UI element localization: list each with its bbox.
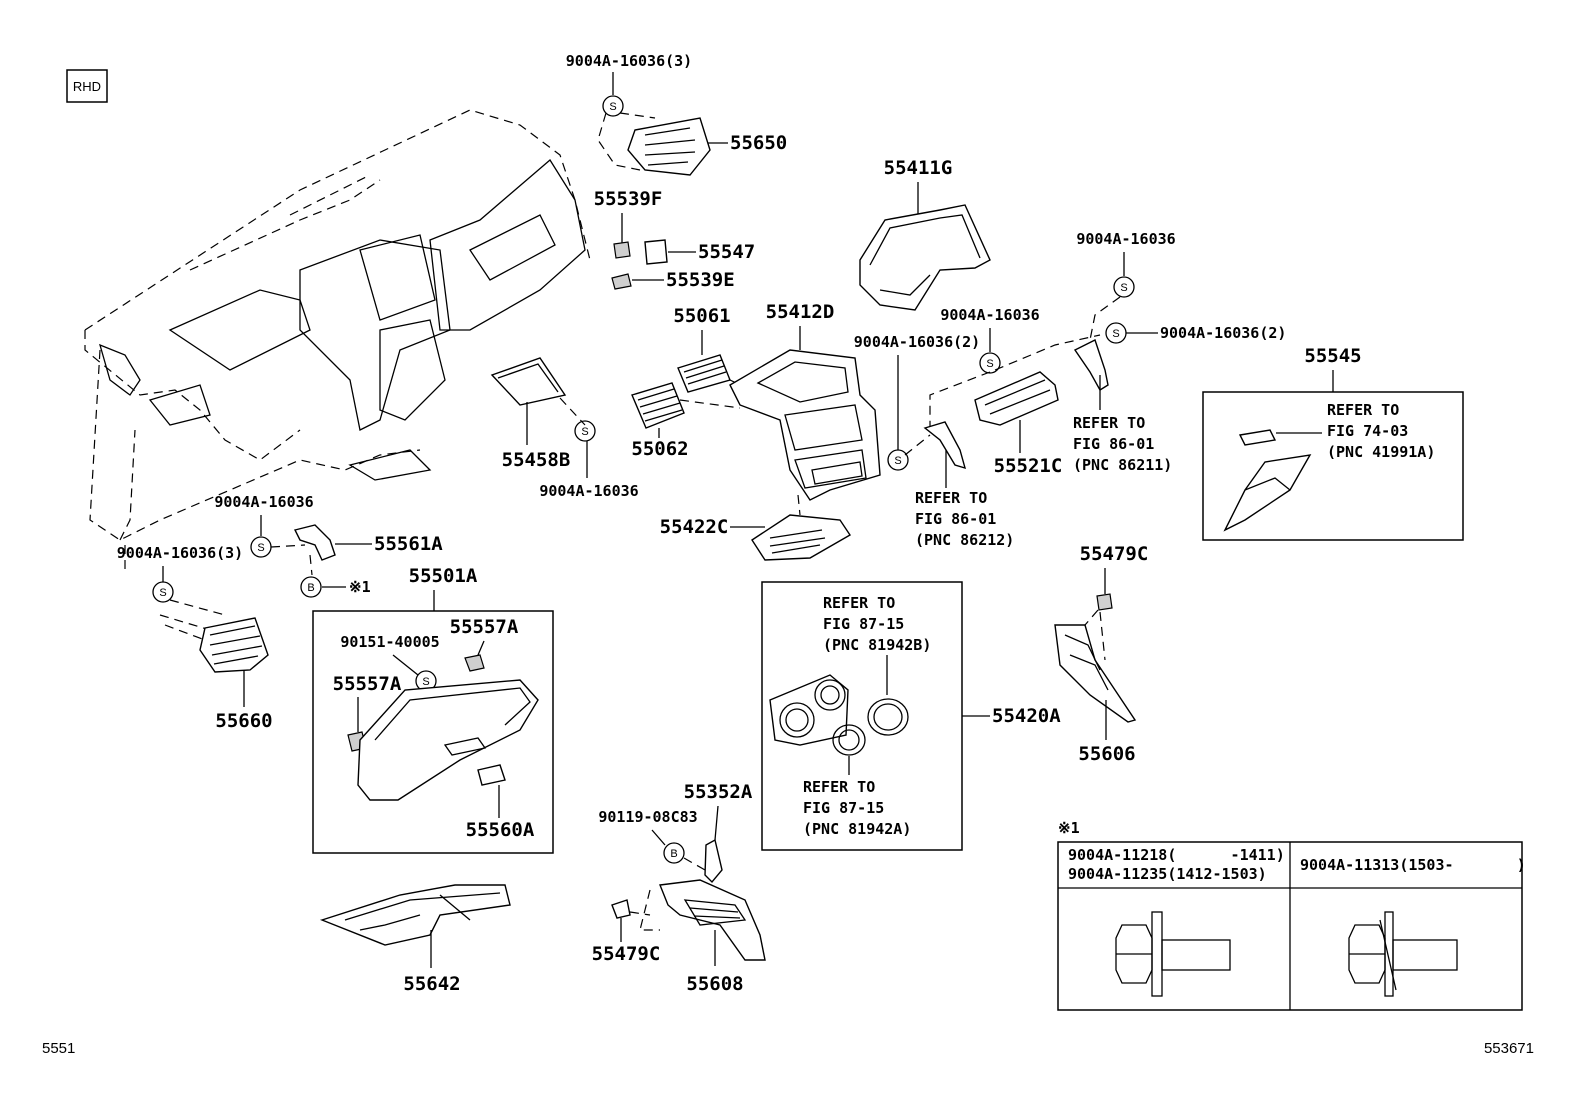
part-55561A: 9004A-16036 S 55561A B ※1 [214,493,443,598]
label-9004A-16036-2a: 9004A-16036(2) [854,333,980,351]
label-55420A: 55420A [992,705,1061,727]
ref-86212-line1: REFER TO [915,489,987,507]
label-9004A-16036-c: 9004A-16036 [539,482,638,500]
label-90151-40005: 90151-40005 [340,633,439,651]
label-55479C-b: 55479C [592,943,661,965]
part-55660: 9004A-16036(3) S 55660 [117,544,273,732]
bolt-with-spring-washer-icon [1348,911,1458,997]
ref-86211-line2: FIG 86-01 [1073,435,1154,453]
svg-text:S: S [422,676,429,688]
part-55412D-center-cluster: 55412D [729,301,881,516]
svg-text:S: S [609,101,616,113]
rhd-tag: RHD [66,69,108,103]
parts-55061-55062-vents: 55061 55062 [631,305,756,460]
label-55422C: 55422C [660,516,729,538]
ref-81942A-line2: FIG 87-15 [803,799,884,817]
svg-text:S: S [581,426,588,438]
label-55608: 55608 [686,973,743,995]
note-row1a: 9004A-11218( -1411) [1068,846,1285,864]
label-55062: 55062 [631,438,688,460]
ref-81942A-line3: (PNC 81942A) [803,820,911,838]
ref-86211-line1: REFER TO [1073,414,1145,432]
label-55660: 55660 [215,710,272,732]
note-table-x1: ※1 9004A-11218( -1411) 9004A-11235(1412-… [1057,819,1526,1011]
label-55501A: 55501A [409,565,478,587]
svg-text:S: S [894,455,901,467]
part-55521C: 9004A-16036 S 9004A-16036(2) S 55521C RE… [854,306,1101,549]
part-bracket-86211: 9004A-16036 S S 9004A-16036(2) REFER TO … [1073,230,1286,474]
label-9004A-16036-d: 9004A-16036 [214,493,313,511]
label-55606: 55606 [1078,743,1135,765]
svg-text:B: B [670,848,677,860]
footer-right: 553671 [1484,1040,1534,1057]
part-55545-box: 55545 REFER TO FIG 74-03 (PNC 41991A) [1202,345,1464,541]
label-55411G: 55411G [884,157,953,179]
note-row1b: 9004A-11235(1412-1503) [1068,865,1267,883]
rhd-label: RHD [73,79,101,94]
label-55557A-a: 55557A [333,673,402,695]
note-mark: ※1 [1058,819,1080,837]
parts-55539F-55547-55539E: 55539F 55547 55539E [594,188,756,291]
ref-86211-line3: (PNC 86211) [1073,456,1172,474]
part-55501A-glove-box: 55501A 90151-40005 S 55557A 55557A 55560… [312,565,554,854]
svg-text:S: S [159,587,166,599]
label-55539E: 55539E [666,269,735,291]
label-9004A-16036-3-top: 9004A-16036(3) [566,52,692,70]
label-55412D: 55412D [766,301,835,323]
ref-41991A-line3: (PNC 41991A) [1327,443,1435,461]
part-55642: 55642 [319,884,511,995]
label-9004A-16036-3b: 9004A-16036(3) [117,544,243,562]
bolt-with-washer-icon [1115,911,1231,997]
svg-text:S: S [1112,328,1119,340]
label-55458B: 55458B [502,449,571,471]
ref-81942B-line2: FIG 87-15 [823,615,904,633]
part-55411G-meter-hood: 55411G [859,157,991,311]
label-55560A: 55560A [466,819,535,841]
part-55458B: S 55458B 9004A-16036 [490,357,639,500]
instrument-panel-outline [84,109,591,575]
label-55521C: 55521C [994,455,1063,477]
part-55608: 55352A 90119-08C83 B 55479C 55608 [592,781,766,995]
label-9004A-16036-a: 9004A-16036 [940,306,1039,324]
label-55545: 55545 [1304,345,1361,367]
ref-41991A-line1: REFER TO [1327,401,1399,419]
label-55650: 55650 [730,132,787,154]
label-9004A-16036-b: 9004A-16036 [1076,230,1175,248]
footer-left: 5551 [42,1040,75,1057]
label-9004A-16036-2b: 9004A-16036(2) [1160,324,1286,342]
ref-86212-line2: FIG 86-01 [915,510,996,528]
label-55479C-a: 55479C [1080,543,1149,565]
label-x1-mark: ※1 [349,578,371,596]
ref-81942B-line3: (PNC 81942B) [823,636,931,654]
part-55422C: 55422C [660,514,851,561]
part-55606: 55479C 55606 [1054,543,1149,765]
label-55539F: 55539F [594,188,663,210]
label-55061: 55061 [673,305,730,327]
note-row2: 9004A-11313(1503- ) [1300,856,1526,874]
ref-86212-line3: (PNC 86212) [915,531,1014,549]
label-55352A: 55352A [684,781,753,803]
ref-81942B-line1: REFER TO [823,594,895,612]
svg-text:B: B [307,582,314,594]
label-55547: 55547 [698,241,755,263]
label-55642: 55642 [403,973,460,995]
svg-text:S: S [986,358,993,370]
ref-41991A-line2: FIG 74-03 [1327,422,1408,440]
label-55557A-b: 55557A [450,616,519,638]
svg-text:S: S [257,542,264,554]
part-55650-side-register: 9004A-16036(3) S 55650 [566,52,787,176]
label-90119-08C83: 90119-08C83 [598,808,697,826]
svg-text:S: S [1120,282,1127,294]
ref-81942A-line1: REFER TO [803,778,875,796]
label-55561A: 55561A [374,533,443,555]
part-55420A-control-box: REFER TO FIG 87-15 (PNC 81942B) REFER TO… [761,581,1061,851]
